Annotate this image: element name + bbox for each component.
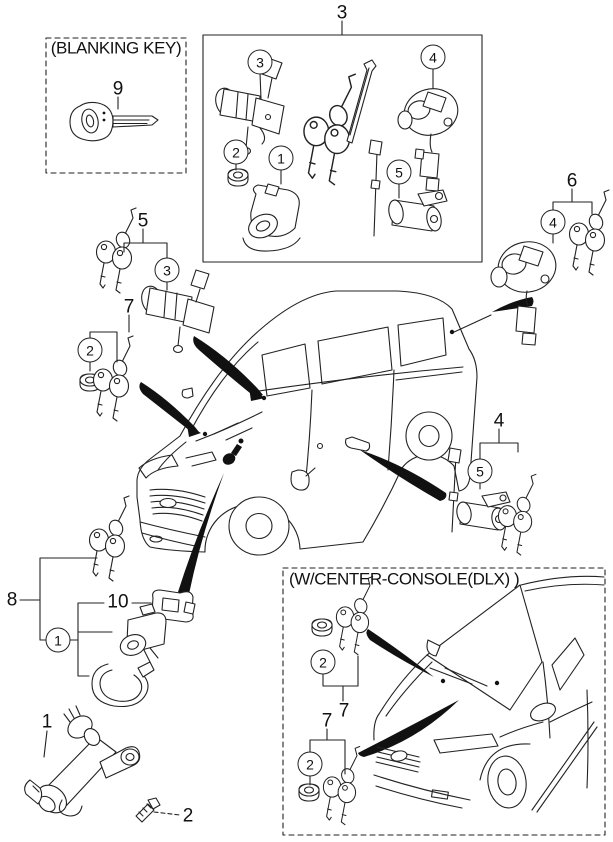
dlx-lower-keys-drawing xyxy=(322,745,361,826)
circled-ref-door-lock: 5 xyxy=(386,159,412,185)
ring-bezel-drawing xyxy=(91,661,155,708)
locator-arrows xyxy=(139,297,534,757)
dlx-upper-cap-drawing xyxy=(311,618,333,637)
ignition-switch-body-drawing xyxy=(242,183,301,252)
lock-set-group-label: 3 xyxy=(336,2,348,24)
blanking-key-ref-label: 9 xyxy=(112,78,124,100)
dlx-car-drawing xyxy=(373,575,605,813)
dlx-upper-group-label: 7 xyxy=(338,700,350,722)
group8-label: 8 xyxy=(6,589,18,611)
center-console-box-title: (W/CENTER-CONSOLE(DLX) ) xyxy=(289,569,520,589)
ignition-cylinder-drawing xyxy=(119,603,167,663)
group6-label: 6 xyxy=(566,170,578,192)
blanking-key-drawing xyxy=(69,101,159,142)
group8-circled-ref: 1 xyxy=(45,627,71,653)
key-set-drawing xyxy=(303,73,357,186)
group5-keys-drawing xyxy=(95,207,137,294)
slim-key-drawing xyxy=(346,59,377,144)
ignition-lock-icon xyxy=(222,438,244,465)
group4-keys-drawing xyxy=(497,473,537,556)
group6-circled-ref: 4 xyxy=(540,209,566,235)
dlx-lower-group-label: 7 xyxy=(321,710,333,732)
blanking-key-box-title: (BLANKING KEY) xyxy=(50,38,182,58)
group5-circled-ref: 3 xyxy=(154,257,180,283)
dlx-lower-circled-ref: 2 xyxy=(297,751,323,777)
group6-keys-drawing xyxy=(568,189,610,276)
circled-ref-steering-lock: 3 xyxy=(247,49,273,75)
group5-label: 5 xyxy=(137,210,149,232)
group7-label: 7 xyxy=(123,296,135,318)
group8-keys-drawing xyxy=(88,495,130,582)
ignition-assembly-label: 1 xyxy=(41,711,53,733)
blanking-key-box-outline xyxy=(45,37,187,174)
door-lock-cylinder-drawing xyxy=(368,139,448,237)
group4-label: 4 xyxy=(493,410,505,432)
shear-bolt-label: 2 xyxy=(182,805,194,827)
steering-lock-cylinder-drawing xyxy=(215,57,285,156)
group5-lock-drawing xyxy=(141,269,215,354)
circled-ref-liftgate-lock: 4 xyxy=(420,44,446,70)
ignition-lock-assembly-drawing xyxy=(24,705,141,817)
group6-lock-drawing xyxy=(490,241,557,346)
group8-item10-label: 10 xyxy=(107,591,129,613)
circled-ref-ignition-switch: 1 xyxy=(268,145,294,171)
dlx-lower-cap-drawing xyxy=(298,783,320,802)
dlx-upper-circled-ref: 2 xyxy=(310,649,336,675)
circled-ref-cap: 2 xyxy=(223,139,249,165)
center-console-box-outline xyxy=(282,567,606,836)
bracket-and-leader-lines xyxy=(19,20,593,816)
liftgate-lock-cylinder-drawing xyxy=(397,88,459,192)
group7-circled-ref: 2 xyxy=(77,337,103,363)
cylinder-cap-drawing xyxy=(227,168,249,187)
group4-circled-ref: 5 xyxy=(467,458,493,484)
shear-bolt-drawing xyxy=(135,797,161,823)
